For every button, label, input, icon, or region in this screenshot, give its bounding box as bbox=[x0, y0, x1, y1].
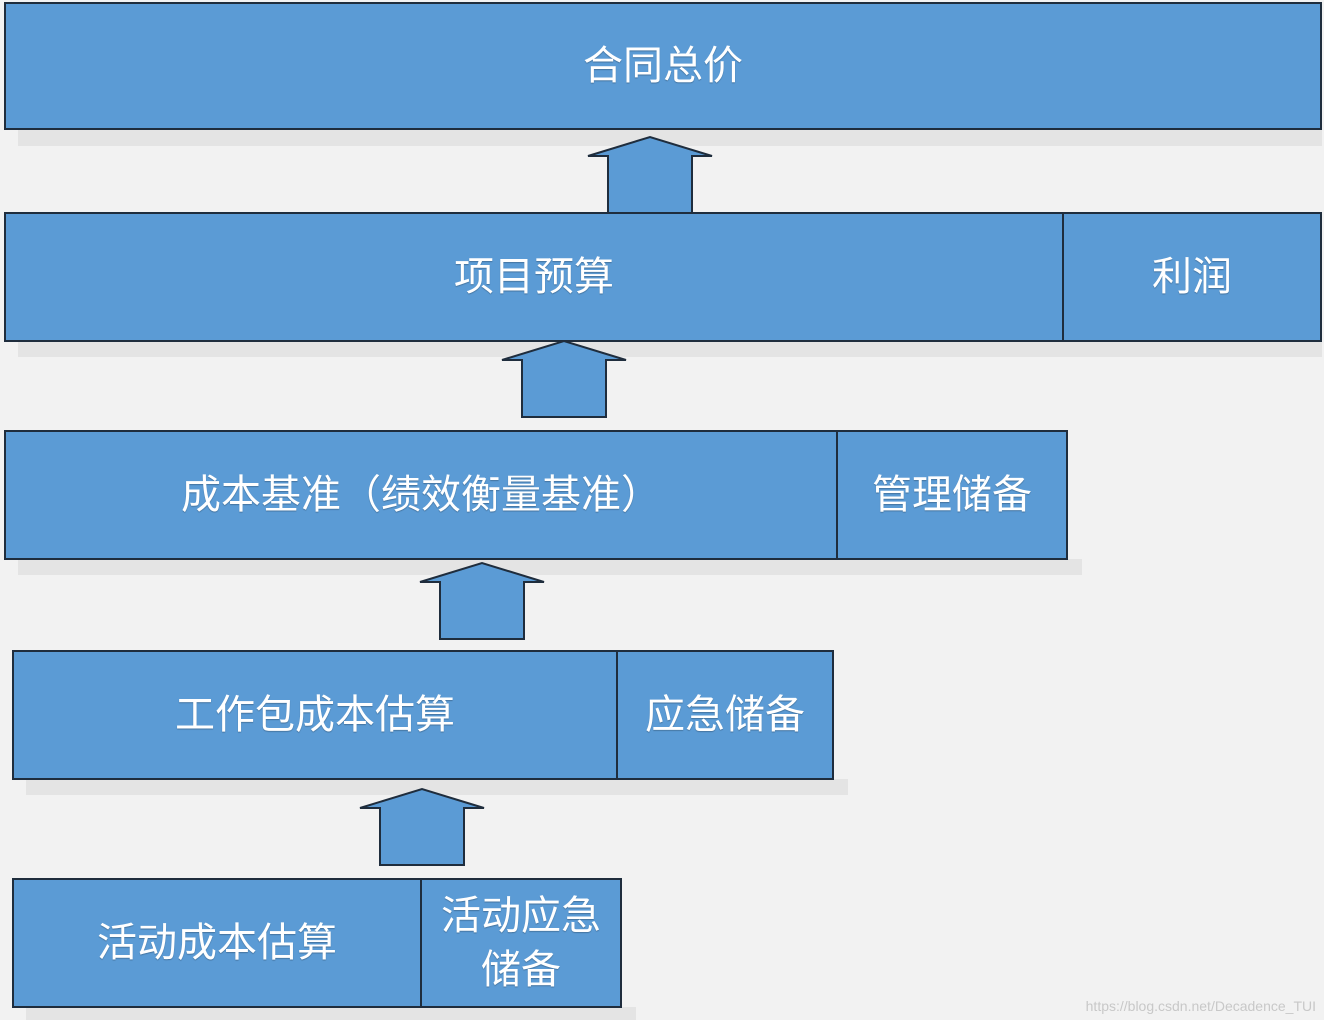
management-reserve-label: 管理储备 bbox=[872, 472, 1032, 518]
activity-cost-estimate-label: 活动成本估算 bbox=[97, 920, 337, 966]
profit-box: 利润 bbox=[1062, 212, 1322, 342]
watermark: https://blog.csdn.net/Decadence_TUI bbox=[1085, 998, 1316, 1014]
contingency-reserve-label: 应急储备 bbox=[645, 692, 805, 738]
project-budget-box: 项目预算 bbox=[4, 212, 1064, 342]
activity-contingency-reserve-label: 活动应急储备 bbox=[441, 893, 601, 993]
contract-price-box: 合同总价 bbox=[4, 2, 1322, 130]
work-package-estimate-label: 工作包成本估算 bbox=[175, 692, 455, 738]
up-arrow-icon bbox=[501, 339, 627, 418]
project-budget-label: 项目预算 bbox=[454, 254, 614, 300]
profit-label: 利润 bbox=[1152, 254, 1232, 300]
cost-baseline-label: 成本基准（绩效衡量基准） bbox=[181, 472, 661, 518]
cost-baseline-box: 成本基准（绩效衡量基准） bbox=[4, 430, 838, 560]
work-package-estimate-box: 工作包成本估算 bbox=[12, 650, 618, 780]
up-arrow-icon bbox=[419, 561, 545, 640]
activity-contingency-reserve-box: 活动应急储备 bbox=[420, 878, 622, 1008]
management-reserve-box: 管理储备 bbox=[836, 430, 1068, 560]
activity-cost-estimate-box: 活动成本估算 bbox=[12, 878, 422, 1008]
up-arrow-icon bbox=[587, 135, 713, 214]
contingency-reserve-box: 应急储备 bbox=[616, 650, 834, 780]
up-arrow-icon bbox=[359, 787, 485, 866]
contract-price-label: 合同总价 bbox=[583, 43, 743, 89]
